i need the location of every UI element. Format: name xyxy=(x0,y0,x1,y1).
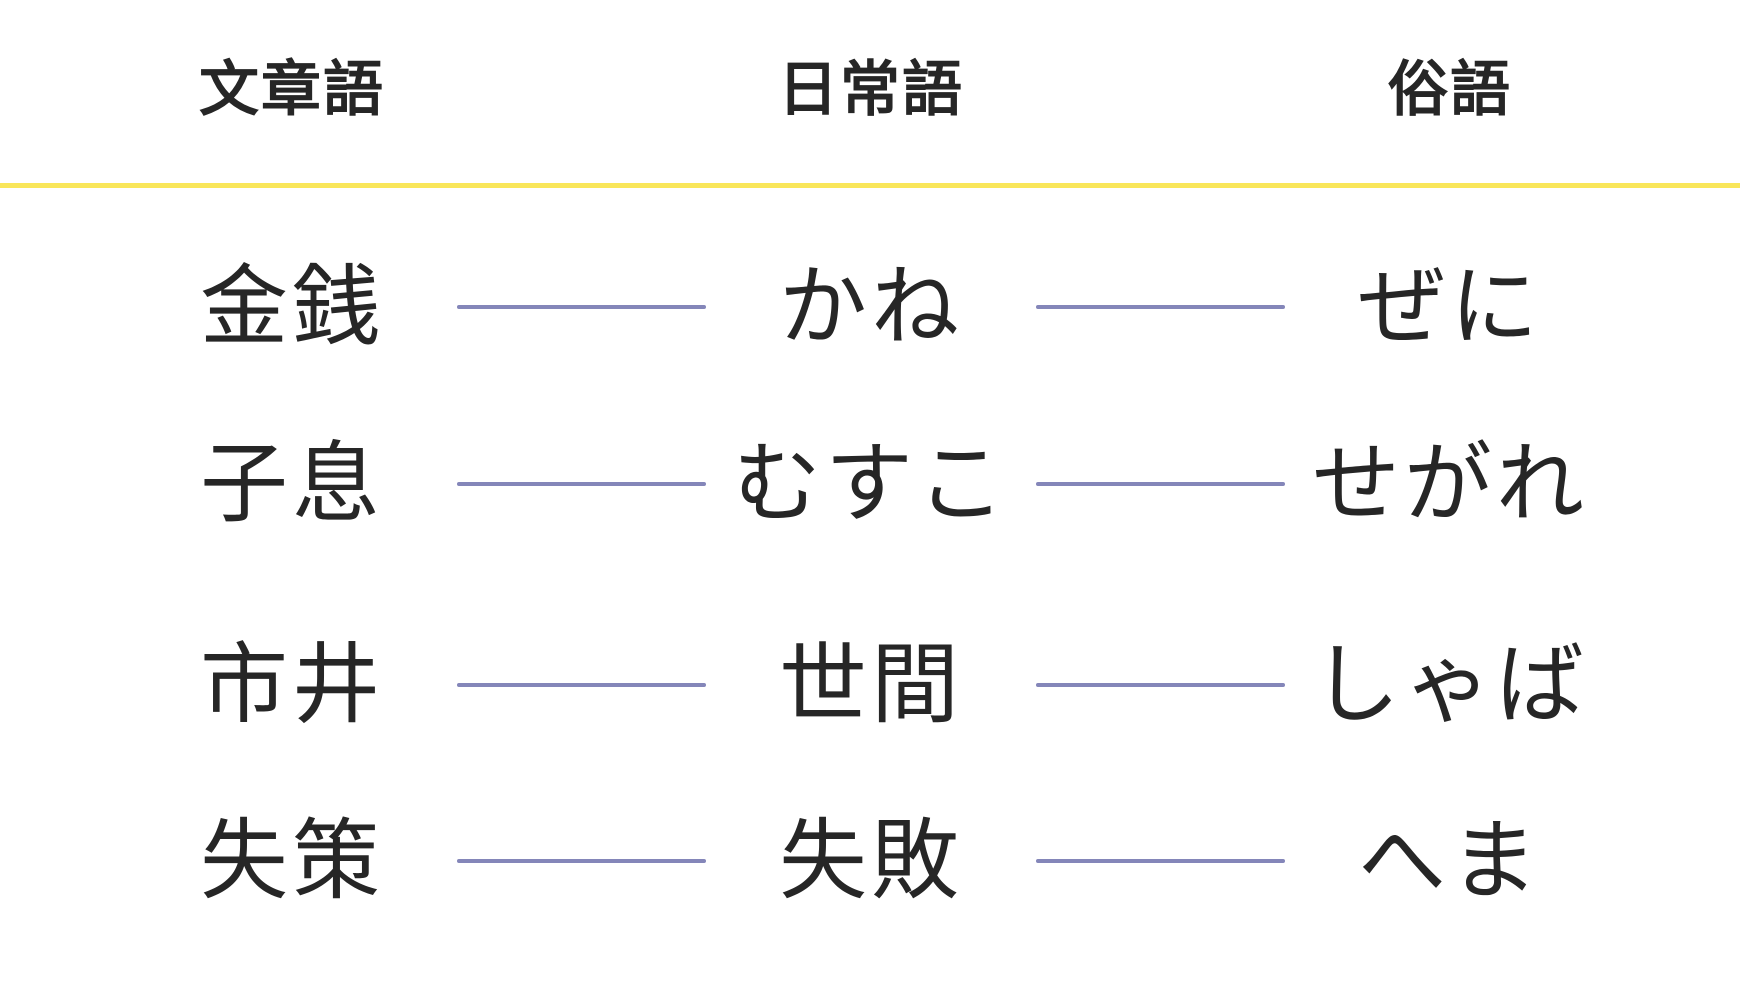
header-divider xyxy=(0,183,1740,188)
row2-everyday: むすこ xyxy=(732,432,1009,535)
row1-formal: 金銭 xyxy=(199,255,384,358)
row4-formal: 失策 xyxy=(199,809,384,912)
row1-slang: ぜに xyxy=(1357,255,1542,358)
row4-everyday: 失敗 xyxy=(778,809,963,912)
row3-everyday: 世間 xyxy=(778,633,963,736)
header-formal: 文章語 xyxy=(199,55,385,125)
row4-slang: へま xyxy=(1357,809,1542,912)
row3-formal: 市井 xyxy=(199,633,384,736)
row3-slang: しゃば xyxy=(1311,633,1588,736)
connector-line xyxy=(1036,683,1285,687)
row2-formal: 子息 xyxy=(199,432,384,535)
row2-slang: せがれ xyxy=(1311,432,1588,535)
connector-line xyxy=(457,482,706,486)
connector-line xyxy=(457,305,706,309)
connector-line xyxy=(1036,482,1285,486)
connector-line xyxy=(457,859,706,863)
connector-line xyxy=(1036,859,1285,863)
header-everyday: 日常語 xyxy=(778,55,964,125)
row1-everyday: かね xyxy=(778,255,963,358)
header-slang: 俗語 xyxy=(1388,55,1512,125)
connector-line xyxy=(1036,305,1285,309)
connector-line xyxy=(457,683,706,687)
